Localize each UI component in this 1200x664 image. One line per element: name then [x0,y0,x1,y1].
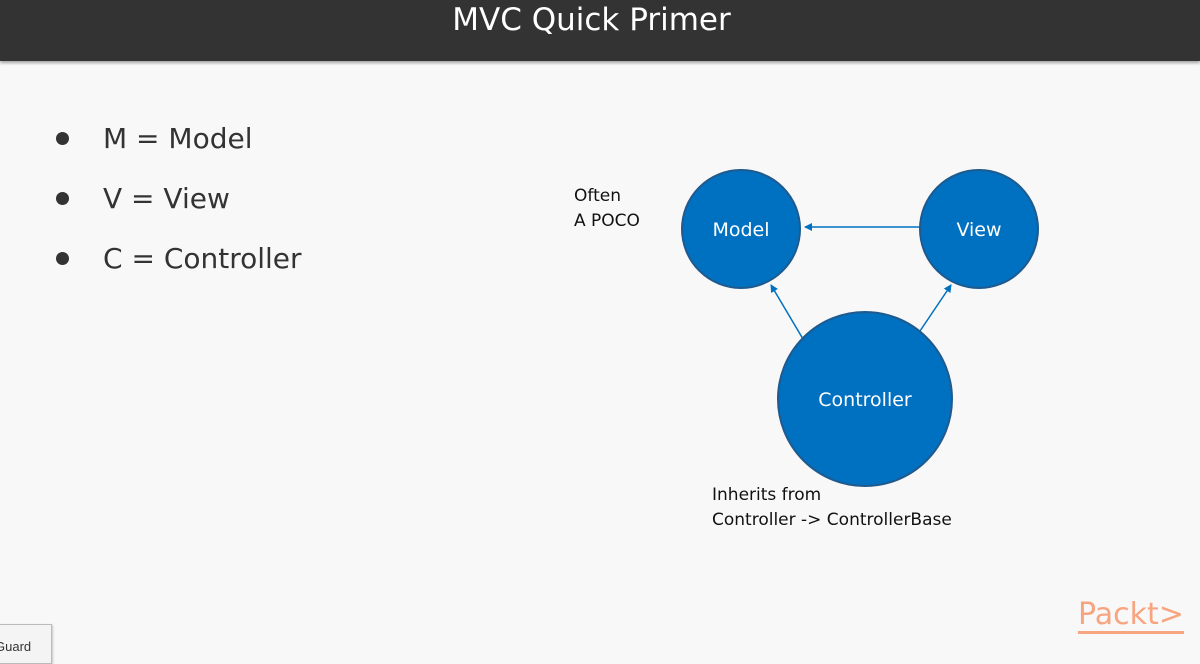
bullet-list: M = Model V = View C = Controller [52,108,302,288]
bullet-item: C = Controller [52,228,302,288]
controller-note-line: Inherits from [712,485,822,505]
arrow-controller-to-view [919,284,952,332]
bullet-text: M = Model [103,121,253,155]
controller-note-line: Controller -> ControllerBase [712,510,952,530]
guard-popup[interactable]: Guard [0,624,52,664]
packt-logo: Packt> [1078,597,1184,634]
bullet-icon [56,191,69,205]
view-label: View [956,219,1001,241]
model-note-line: Often [574,186,621,206]
title-bar: MVC Quick Primer [0,0,1200,61]
bullet-text: C = Controller [103,241,302,275]
model-label: Model [712,219,769,241]
arrow-controller-to-model [770,284,804,340]
model-node [681,169,801,289]
slide-title: MVC Quick Primer [452,2,731,38]
controller-node [777,311,953,487]
mvc-diagram: Model View Controller [681,169,1039,487]
bullet-icon [56,131,69,145]
bullet-item: M = Model [52,108,302,168]
controller-note: Inherits from Controller -> ControllerBa… [712,483,952,533]
model-note-line: A POCO [574,211,640,231]
controller-label: Controller [818,389,912,411]
bullet-text: V = View [103,181,230,215]
bullet-item: V = View [52,168,302,228]
model-note: Often A POCO [574,184,640,234]
view-node [919,169,1039,289]
guard-popup-text: Guard [0,639,32,654]
bullet-icon [56,251,69,265]
